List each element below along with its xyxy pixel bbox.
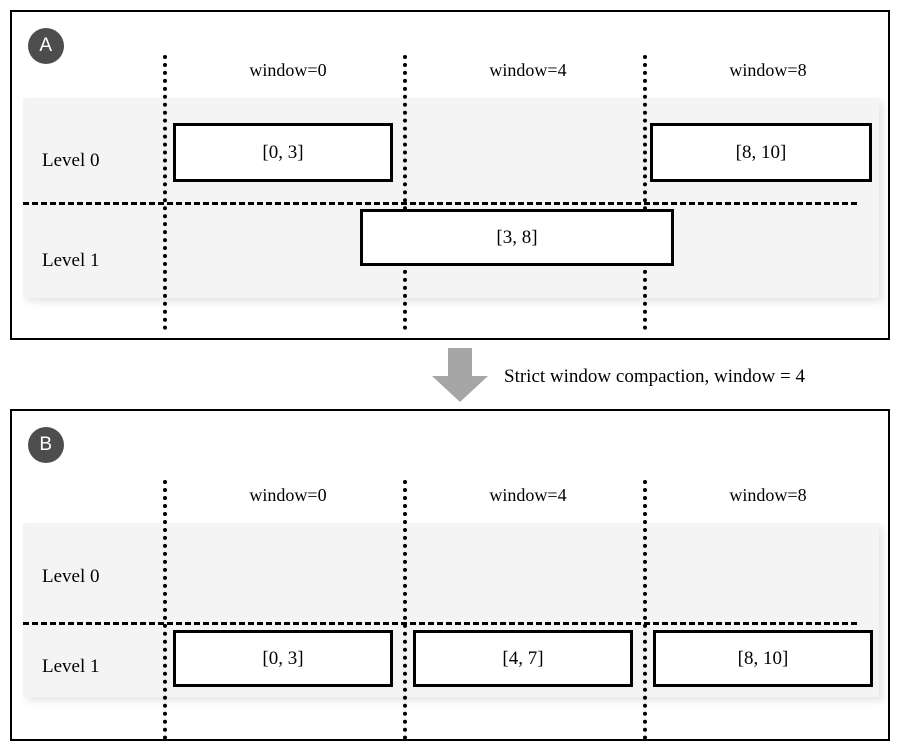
panel-b-window-header-0: window=0 — [249, 485, 327, 505]
panel-b-level-divider — [23, 622, 857, 625]
transition-group: Strict window compaction, window = 4 — [0, 340, 906, 409]
panel-a-window-header-1: window=4 — [489, 60, 567, 80]
sstable-box: [8, 10] — [653, 630, 873, 687]
transition-caption: Strict window compaction, window = 4 — [504, 366, 805, 387]
panel-a-badge: A — [28, 28, 64, 64]
sstable-box: [3, 8] — [360, 209, 674, 266]
panel-a-level-divider — [23, 202, 857, 205]
panel-a: A window=0 window=4 window=8 Level 0 Lev… — [10, 10, 890, 340]
panel-a-window-header-2: window=8 — [729, 60, 807, 80]
panel-b-window-header-1: window=4 — [489, 485, 567, 505]
window-boundary-line-1 — [403, 480, 407, 740]
panel-b-window-header-2: window=8 — [729, 485, 807, 505]
sstable-box: [0, 3] — [173, 630, 393, 687]
window-boundary-line-1 — [403, 55, 407, 330]
panel-b-level-1-label: Level 1 — [42, 656, 100, 677]
panel-b: B window=0 window=4 window=8 Level 0 Lev… — [10, 409, 890, 741]
sstable-box: [4, 7] — [413, 630, 633, 687]
window-boundary-line-2 — [643, 480, 647, 740]
panel-b-level-0-label: Level 0 — [42, 566, 100, 587]
panel-a-level-0-label: Level 0 — [42, 150, 100, 171]
sstable-box: [0, 3] — [173, 123, 393, 182]
panel-a-level-1-label: Level 1 — [42, 250, 100, 271]
down-arrow-icon — [432, 348, 488, 402]
panel-b-badge: B — [28, 427, 64, 463]
window-boundary-line-0 — [163, 55, 167, 330]
window-boundary-line-2 — [643, 55, 647, 330]
window-boundary-line-0 — [163, 480, 167, 740]
panel-a-window-header-0: window=0 — [249, 60, 327, 80]
sstable-box: [8, 10] — [650, 123, 872, 182]
